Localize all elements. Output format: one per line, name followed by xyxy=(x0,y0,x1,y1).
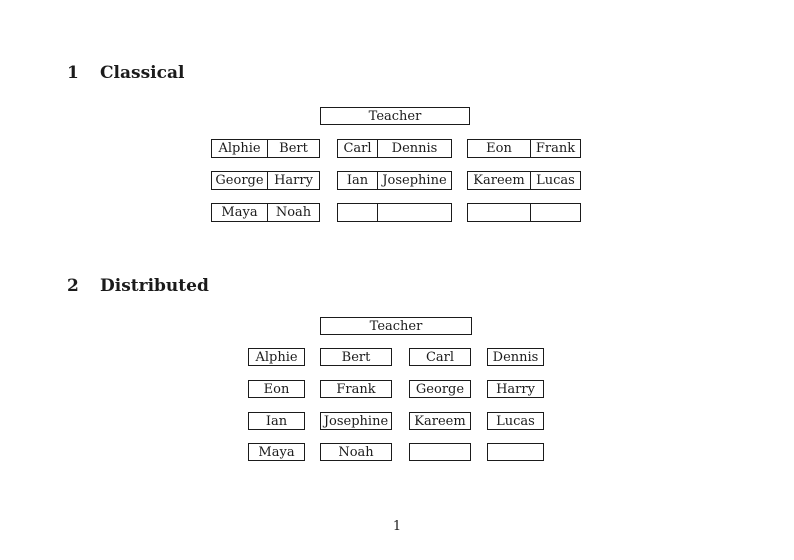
student-cell: Harry xyxy=(274,173,313,188)
section-title: Classical xyxy=(100,63,185,83)
student-label: Harry xyxy=(496,381,535,397)
seat-distributed: Carl xyxy=(409,348,471,366)
seat-distributed: Alphie xyxy=(248,348,305,366)
teacher-label: Teacher xyxy=(368,108,422,124)
desk-classical-empty xyxy=(337,203,452,222)
seat-distributed: Kareem xyxy=(409,412,471,430)
section-title: Distributed xyxy=(100,276,209,296)
student-cell: Maya xyxy=(212,204,268,221)
seat-distributed: Harry xyxy=(487,380,544,398)
teacher-box-classical: Teacher xyxy=(320,107,470,125)
desk-classical: Carl Dennis xyxy=(337,139,452,158)
student-label: Ian xyxy=(265,413,288,429)
student-cell-empty xyxy=(338,204,378,221)
student-cell: Noah xyxy=(275,205,312,220)
student-cell: Bert xyxy=(279,141,308,156)
student-label: Frank xyxy=(336,381,376,397)
seat-distributed: Ian xyxy=(248,412,305,430)
student-cell: Eon xyxy=(468,140,531,157)
desk-classical-empty xyxy=(467,203,581,222)
seat-distributed-empty xyxy=(409,443,471,461)
section-number: 2 xyxy=(67,276,79,296)
seat-distributed: George xyxy=(409,380,471,398)
student-label: Carl xyxy=(425,349,455,365)
student-label: Alphie xyxy=(255,349,298,365)
student-label: Kareem xyxy=(414,413,466,429)
student-label: Dennis xyxy=(492,349,539,365)
student-label: Josephine xyxy=(323,413,389,429)
desk-classical: Alphie Bert xyxy=(211,139,320,158)
section-number: 1 xyxy=(67,63,79,83)
student-cell: Frank xyxy=(535,141,576,156)
student-cell-empty xyxy=(531,204,580,221)
teacher-box-distributed: Teacher xyxy=(320,317,472,335)
seat-distributed: Frank xyxy=(320,380,392,398)
seat-distributed: Maya xyxy=(248,443,305,461)
teacher-label: Teacher xyxy=(369,318,423,334)
desk-classical: Kareem Lucas xyxy=(467,171,581,190)
student-cell: Kareem xyxy=(468,172,531,189)
student-cell: George xyxy=(212,172,268,189)
seat-distributed: Josephine xyxy=(320,412,392,430)
student-label: Bert xyxy=(341,349,371,365)
student-label: Eon xyxy=(263,381,290,397)
seat-distributed-empty xyxy=(487,443,544,461)
student-cell: Dennis xyxy=(391,141,438,156)
section-heading-classical: 1 Classical xyxy=(67,62,184,84)
student-label: Lucas xyxy=(496,413,535,429)
student-label: Maya xyxy=(258,444,295,460)
section-heading-distributed: 2 Distributed xyxy=(67,275,209,297)
seat-distributed: Bert xyxy=(320,348,392,366)
desk-classical: Eon Frank xyxy=(467,139,581,158)
seat-distributed: Noah xyxy=(320,443,392,461)
seat-distributed: Lucas xyxy=(487,412,544,430)
seat-distributed: Eon xyxy=(248,380,305,398)
student-cell: Lucas xyxy=(536,173,575,188)
student-cell-empty xyxy=(468,204,531,221)
seat-distributed: Dennis xyxy=(487,348,544,366)
desk-classical: Ian Josephine xyxy=(337,171,452,190)
student-cell: Josephine xyxy=(382,173,447,188)
page-number: 1 xyxy=(392,519,402,534)
student-cell: Ian xyxy=(338,172,378,189)
student-cell-empty xyxy=(378,204,451,221)
student-cell: Alphie xyxy=(212,140,268,157)
desk-classical: George Harry xyxy=(211,171,320,190)
desk-classical: Maya Noah xyxy=(211,203,320,222)
student-label: George xyxy=(415,381,465,397)
student-label: Noah xyxy=(338,444,374,460)
student-cell: Carl xyxy=(338,140,378,157)
